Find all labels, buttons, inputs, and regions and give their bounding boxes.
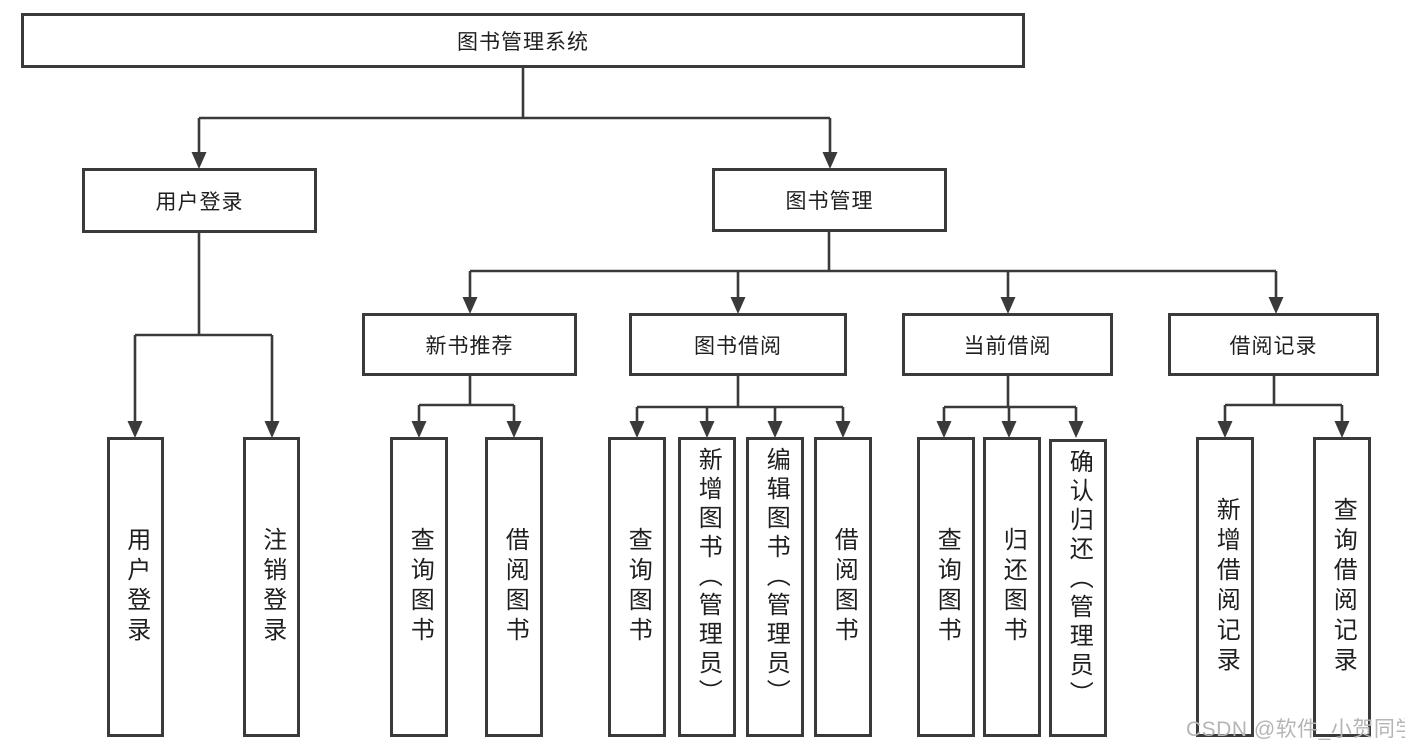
node-current-borrow: 当前借阅 — [902, 313, 1113, 376]
leaf-return-books-label: 归还图书 — [999, 527, 1027, 647]
leaf-add-borrow-record: 新增借阅记录 — [1196, 437, 1254, 737]
leaf-borrow-books-2-label: 借阅图书 — [830, 527, 858, 647]
leaf-query-borrow-record: 查询借阅记录 — [1313, 437, 1371, 737]
connector-root-to-level2 — [197, 68, 832, 154]
connector-newbook-to-leaves — [417, 376, 516, 423]
leaf-confirm-return-admin: 确认归还（管理员） — [1049, 439, 1107, 737]
node-user-login-label: 用户登录 — [155, 190, 244, 214]
arrowheads — [127, 152, 1350, 438]
node-user-login: 用户登录 — [82, 168, 317, 233]
csdn-watermark: CSDN @软件_小贺同学 — [1186, 718, 1405, 741]
leaf-borrow-books-2: 借阅图书 — [814, 437, 872, 737]
node-borrow-record-label: 借阅记录 — [1229, 334, 1318, 358]
node-new-book-recommend: 新书推荐 — [362, 313, 577, 376]
leaf-edit-books-admin: 编辑图书（管理员） — [746, 437, 804, 737]
leaf-add-borrow-record-label: 新增借阅记录 — [1212, 497, 1240, 677]
leaf-logout-label: 注销登录 — [258, 527, 286, 647]
node-root-system: 图书管理系统 — [21, 13, 1025, 68]
node-root-label: 图书管理系统 — [457, 30, 589, 54]
connector-bookborrow-to-leaves — [635, 376, 845, 423]
leaf-user-login-label: 用户登录 — [122, 527, 150, 647]
connector-borrowrecord-to-leaves — [1223, 376, 1344, 423]
leaf-logout: 注销登录 — [243, 437, 300, 737]
leaf-query-books-2-label: 查询图书 — [624, 527, 652, 647]
leaf-query-books-1: 查询图书 — [390, 437, 448, 737]
leaf-borrow-books-1: 借阅图书 — [485, 437, 543, 737]
leaf-borrow-books-1-label: 借阅图书 — [501, 527, 529, 647]
leaf-query-books-1-label: 查询图书 — [406, 527, 434, 647]
node-book-management: 图书管理 — [712, 168, 947, 232]
connector-bookmgmt-to-level3 — [468, 232, 1278, 299]
node-book-borrow: 图书借阅 — [629, 313, 847, 376]
node-borrow-record: 借阅记录 — [1168, 313, 1379, 376]
leaf-query-books-2: 查询图书 — [608, 437, 666, 737]
leaf-confirm-return-admin-label: 确认归还（管理员） — [1065, 449, 1093, 710]
leaf-return-books: 归还图书 — [983, 437, 1041, 737]
node-new-book-recommend-label: 新书推荐 — [425, 334, 514, 358]
leaf-add-books-admin-label: 新增图书（管理员） — [694, 447, 722, 708]
node-current-borrow-label: 当前借阅 — [963, 334, 1052, 358]
node-book-management-label: 图书管理 — [785, 190, 874, 213]
node-book-borrow-label: 图书借阅 — [694, 334, 782, 358]
leaf-query-borrow-record-label: 查询借阅记录 — [1329, 497, 1357, 677]
connector-userlogin-to-leaves — [133, 233, 274, 423]
leaf-edit-books-admin-label: 编辑图书（管理员） — [762, 447, 790, 708]
leaf-user-login: 用户登录 — [107, 437, 164, 737]
leaf-query-books-3: 查询图书 — [917, 437, 975, 737]
connector-currentborrow-to-leaves — [942, 376, 1078, 423]
leaf-add-books-admin: 新增图书（管理员） — [678, 437, 736, 737]
leaf-query-books-3-label: 查询图书 — [933, 527, 961, 647]
